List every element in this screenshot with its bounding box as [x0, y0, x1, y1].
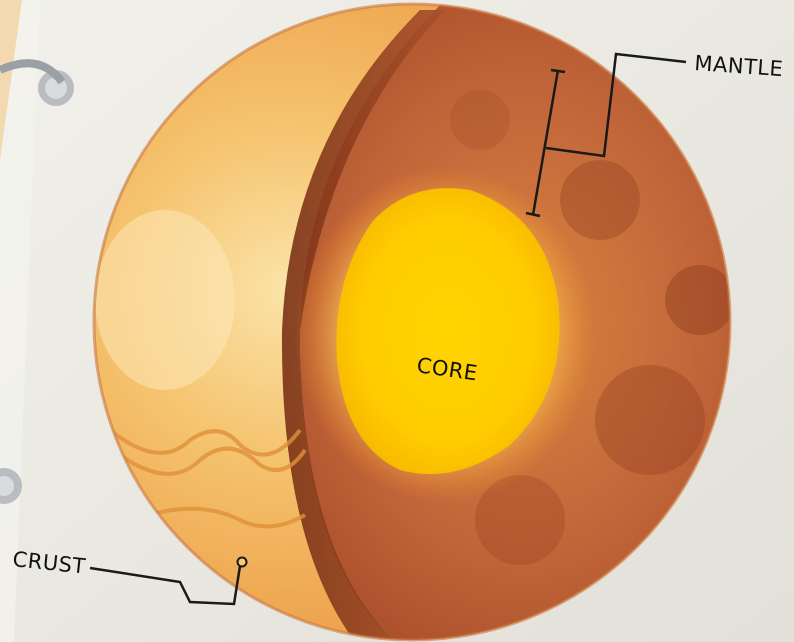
crust-highlight: [95, 210, 235, 390]
crust-pointer-dot: [238, 558, 247, 567]
